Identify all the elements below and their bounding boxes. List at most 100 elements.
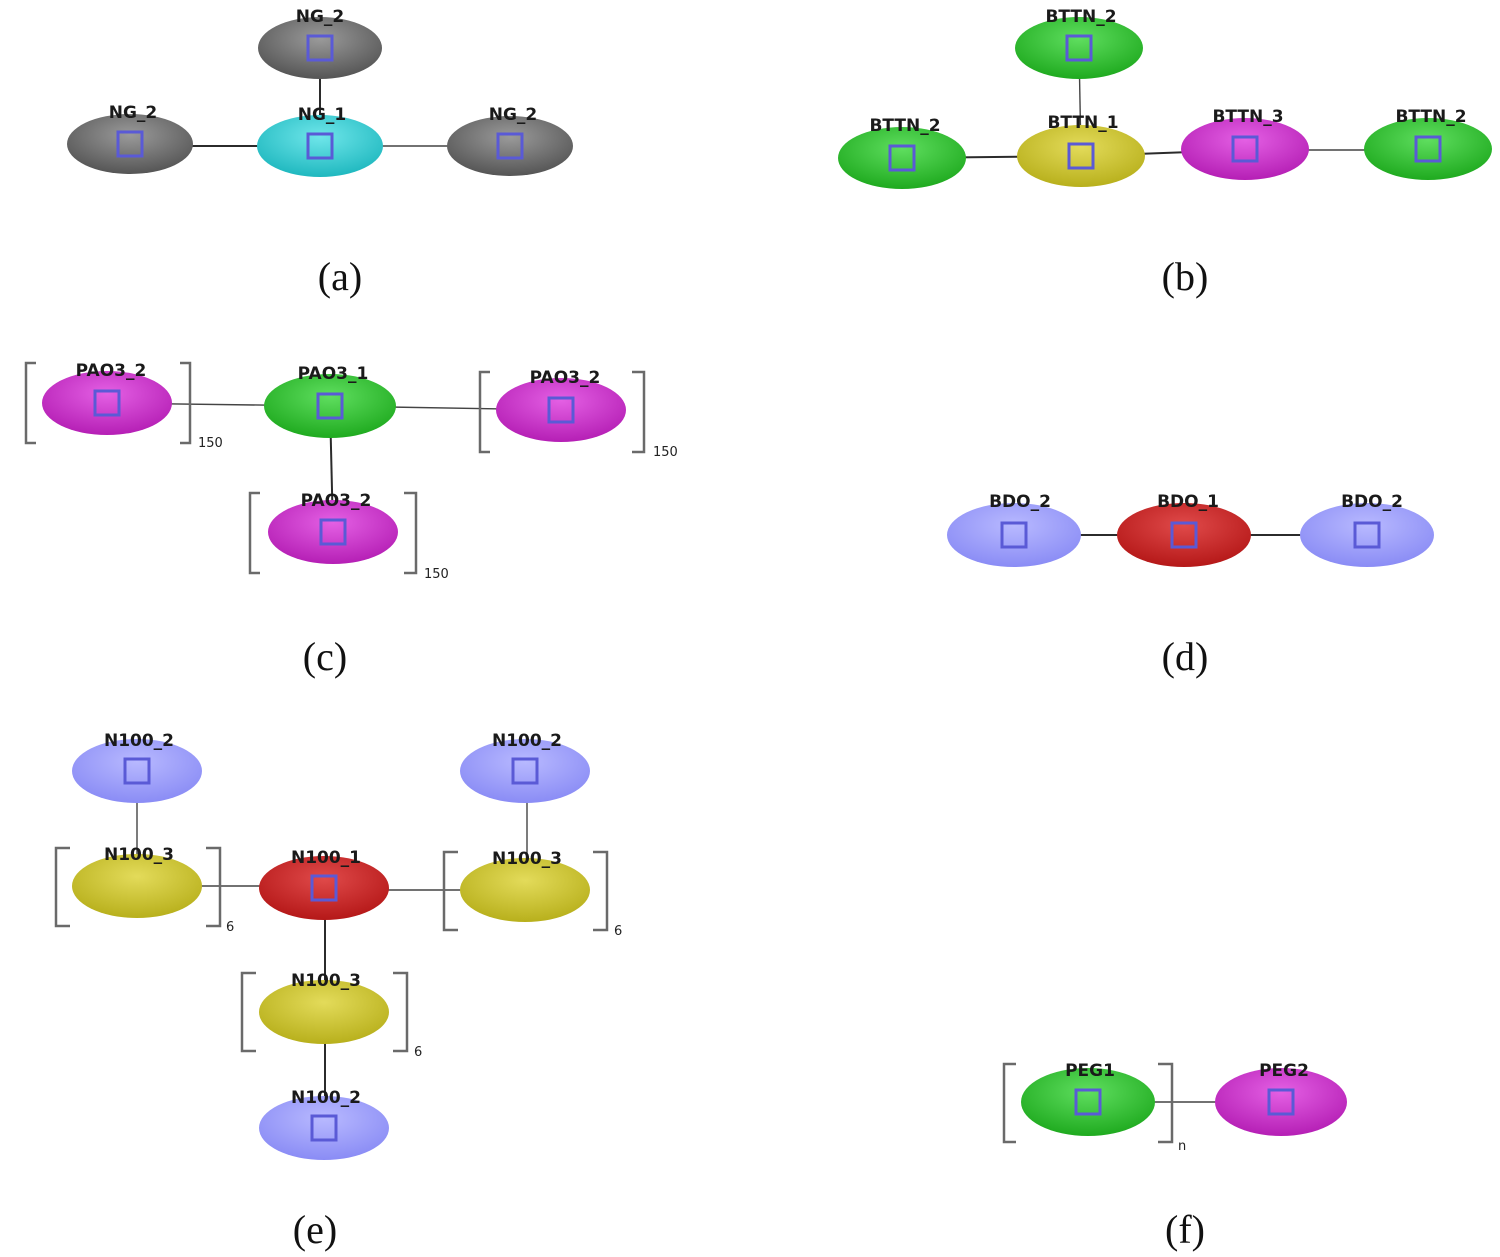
bead-ellipse bbox=[1021, 1068, 1155, 1136]
bead-pao3-1: PAO3_1 bbox=[264, 364, 396, 438]
bead-label: N100_2 bbox=[492, 731, 562, 751]
bead-label: BTTN_2 bbox=[869, 116, 940, 136]
bead-ellipse bbox=[257, 115, 383, 177]
bead-label: PEG2 bbox=[1259, 1061, 1309, 1081]
bead-ellipse bbox=[1181, 118, 1309, 180]
bead-label: NG_2 bbox=[489, 105, 538, 125]
bead-label: BDO_2 bbox=[989, 492, 1051, 512]
bead-box bbox=[496, 132, 524, 160]
bead-bttn-3: BTTN_3 bbox=[1181, 107, 1309, 180]
bead-ellipse bbox=[259, 980, 389, 1044]
bead-box bbox=[310, 1114, 338, 1142]
bead-label: PEG1 bbox=[1065, 1061, 1115, 1081]
bead-label: NG_2 bbox=[296, 7, 345, 27]
bead-bttn-2-left: BTTN_2 bbox=[838, 116, 966, 189]
bead-box bbox=[123, 757, 151, 785]
bracket-open bbox=[54, 846, 70, 928]
repeat-bracket-right: 150 bbox=[478, 370, 678, 460]
bead-ellipse bbox=[72, 739, 202, 803]
bead-box bbox=[547, 396, 575, 424]
panel-d: BDO_2 BDO_1 BDO_2 (d) bbox=[947, 492, 1434, 679]
bead-ellipse bbox=[1017, 125, 1145, 187]
bracket-close bbox=[632, 370, 646, 454]
panel-c: PAO3_2 PAO3_1 PAO3_2 PAO3_2 150 150 bbox=[24, 361, 678, 679]
bead-n100-3-bottom: N100_3 bbox=[259, 971, 389, 1044]
repeat-count: 150 bbox=[198, 436, 223, 451]
caption: (c) bbox=[303, 634, 347, 679]
repeat-count: 6 bbox=[614, 924, 622, 939]
bead-ellipse bbox=[1300, 503, 1434, 567]
bracket-close bbox=[393, 971, 409, 1053]
bead-box bbox=[1231, 135, 1259, 163]
bead-label: BTTN_2 bbox=[1395, 107, 1466, 127]
bead-ellipse bbox=[259, 1096, 389, 1160]
bead-bttn-1: BTTN_1 bbox=[1017, 113, 1145, 187]
bead-ellipse bbox=[259, 856, 389, 920]
bead-label: BTTN_1 bbox=[1047, 113, 1118, 133]
bead-box bbox=[1074, 1088, 1102, 1116]
bead-box bbox=[1065, 34, 1093, 62]
bead-ellipse bbox=[1364, 118, 1492, 180]
bead-ellipse bbox=[1215, 1068, 1347, 1136]
bead-bttn-2-right: BTTN_2 bbox=[1364, 107, 1492, 180]
caption: (e) bbox=[293, 1207, 337, 1252]
repeat-bracket-right: 6 bbox=[442, 850, 622, 939]
bracket-open bbox=[1002, 1062, 1016, 1144]
bead-n100-2-top-right: N100_2 bbox=[460, 731, 590, 803]
bracket-close bbox=[404, 491, 418, 575]
caption: (f) bbox=[1165, 1207, 1205, 1252]
bead-ellipse bbox=[72, 854, 202, 918]
bead-n100-2-bottom: N100_2 bbox=[259, 1088, 389, 1160]
caption: (a) bbox=[318, 254, 362, 299]
bead-label: N100_2 bbox=[291, 1088, 361, 1108]
bead-box bbox=[306, 34, 334, 62]
bead-label: N100_2 bbox=[104, 731, 174, 751]
bead-ng-2-top: NG_2 bbox=[258, 7, 382, 79]
bracket-close bbox=[206, 846, 222, 928]
bead-ellipse bbox=[947, 503, 1081, 567]
bracket-open bbox=[478, 370, 490, 454]
repeat-bracket-left: 6 bbox=[54, 846, 234, 935]
bead-label: NG_1 bbox=[298, 105, 347, 125]
bead-ellipse bbox=[496, 378, 626, 442]
bead-ellipse bbox=[1117, 503, 1251, 567]
bead-ellipse bbox=[264, 374, 396, 438]
bracket-open bbox=[24, 361, 36, 445]
panel-b: BTTN_2 BTTN_2 BTTN_1 BTTN_3 BTTN_2 (b) bbox=[838, 7, 1492, 299]
repeat-count: n bbox=[1178, 1139, 1186, 1154]
repeat-bracket-left: 150 bbox=[24, 361, 223, 451]
bead-label: N100_3 bbox=[492, 849, 562, 869]
bracket-close bbox=[1158, 1062, 1174, 1144]
bead-ellipse bbox=[42, 371, 172, 435]
bead-peg1: PEG1 bbox=[1021, 1061, 1155, 1136]
bead-box bbox=[306, 132, 334, 160]
bracket-open bbox=[248, 491, 260, 575]
bead-box bbox=[1000, 521, 1028, 549]
caption: (b) bbox=[1162, 254, 1209, 299]
bead-label: PAO3_2 bbox=[530, 368, 601, 388]
bead-pao3-2-right: PAO3_2 bbox=[496, 368, 626, 442]
bead-bdo-2-right: BDO_2 bbox=[1300, 492, 1434, 567]
bead-box bbox=[116, 130, 144, 158]
repeat-count: 6 bbox=[414, 1045, 422, 1060]
bracket-close bbox=[593, 850, 609, 932]
bead-ng-2-right: NG_2 bbox=[447, 105, 573, 176]
bead-ellipse bbox=[1015, 17, 1143, 79]
repeat-bracket-bottom: 6 bbox=[240, 971, 422, 1060]
bead-box bbox=[888, 144, 916, 172]
bead-bdo-2-left: BDO_2 bbox=[947, 492, 1081, 567]
bead-peg2: PEG2 bbox=[1215, 1061, 1347, 1136]
repeat-bracket-bottom: 150 bbox=[248, 491, 449, 582]
repeat-count: 150 bbox=[424, 567, 449, 582]
bead-ng-2-left: NG_2 bbox=[67, 103, 193, 174]
bead-pao3-2-bottom: PAO3_2 bbox=[268, 491, 398, 564]
bead-label: N100_3 bbox=[291, 971, 361, 991]
bracket-open bbox=[442, 850, 458, 932]
bead-ellipse bbox=[268, 500, 398, 564]
bead-label: N100_3 bbox=[104, 845, 174, 865]
bracket-close bbox=[180, 361, 192, 445]
bead-ellipse bbox=[447, 116, 573, 176]
bead-ellipse bbox=[258, 17, 382, 79]
bracket-open bbox=[240, 971, 256, 1053]
bead-box bbox=[1414, 135, 1442, 163]
